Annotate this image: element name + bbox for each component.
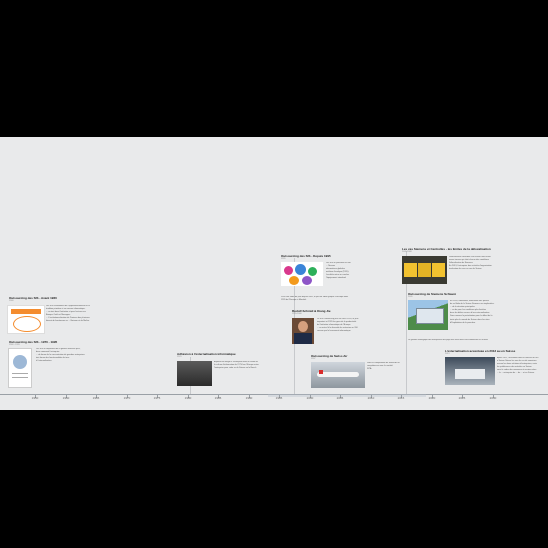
axis-year-label: 2000 — [306, 396, 314, 400]
event-title: Outsourcing de Swiss Air — [311, 354, 348, 358]
axis-year-label: 1950 — [31, 396, 39, 400]
event-card[interactable]: Outsourcing des SIS - Avant 1960 1960 — [9, 296, 57, 302]
event-date: 1995 — [281, 258, 286, 260]
event-title: Outsourcing des SIS - 1970 - 1995 — [9, 340, 58, 344]
event-title: Outsourcing des SIS - Depuis 1995 — [281, 254, 331, 258]
event-card[interactable]: Outsourcing de Swiss Air 1997 — [311, 354, 347, 360]
axis-year-label: 1970 — [123, 396, 131, 400]
axis-tick — [462, 395, 463, 398]
event-date: 1997 — [311, 358, 316, 360]
axis-year-label: 1965 — [92, 396, 100, 400]
axis-tick — [127, 395, 128, 398]
axis-tick — [432, 395, 433, 398]
event-image-photo — [445, 357, 495, 385]
axis-tick — [310, 395, 311, 398]
axis-year-label: 1980 — [184, 396, 192, 400]
axis-year-label: 1985 — [214, 396, 222, 400]
event-date: 2005 — [408, 296, 413, 298]
event-image-building — [408, 300, 448, 330]
axis-year-label: 2030 — [489, 396, 497, 400]
axis-tick — [279, 395, 280, 398]
event-date: 1960 — [9, 300, 14, 302]
axis-year-label: 1975 — [153, 396, 161, 400]
axis-year-label: 1990 — [245, 396, 253, 400]
event-card[interactable]: Les cas Siemens et Centrelles - les limi… — [402, 247, 491, 253]
event-text: Dans la compétitivité de Swiss Air en co… — [367, 362, 400, 371]
event-card[interactable]: Outsourcing des SIS - 1970 - 1995 1960 -… — [9, 340, 57, 346]
event-text: Les SIS se dispersent de la gestion avan… — [36, 348, 85, 363]
event-image-diagram — [281, 262, 323, 286]
event-text: Après 2011, l'économie dans le marché du… — [497, 357, 539, 375]
event-image-photo — [177, 361, 212, 386]
axis-tick — [401, 395, 402, 398]
event-card[interactable]: Adhésion à l'externalisation informatiqu… — [177, 352, 236, 358]
event-date: 1995-2000 — [292, 313, 302, 315]
event-image-airplane — [311, 362, 365, 388]
axis-tick — [96, 395, 97, 398]
axis-year-label: 2005 — [336, 396, 344, 400]
axis-tick — [493, 395, 494, 398]
axis-tick — [35, 395, 36, 398]
event-image-diagram — [7, 305, 45, 334]
event-date: 1960 - 1995 — [9, 344, 20, 346]
axis-year-label: 2025 — [458, 396, 466, 400]
event-connector — [406, 251, 407, 394]
event-card[interactable]: Rudolf-Schmid & Kiang Jie 1995-2000 — [292, 309, 331, 315]
axis-year-label: 1960 — [62, 396, 70, 400]
event-card[interactable]: Outsourcing des SIS - Depuis 1995 1995 — [281, 254, 331, 260]
event-text: La SIS a beaucoup plus au cours 1995, le… — [317, 318, 359, 333]
axis-year-label: 2010 — [367, 396, 375, 400]
event-date: 2013 — [445, 353, 450, 355]
event-title: Outsourcing de Siemens Schweiz — [408, 292, 457, 296]
axis-tick — [188, 395, 189, 398]
event-title: Les cas Siemens et Centrelles - les limi… — [402, 247, 491, 251]
event-date: 2001-2008 — [402, 251, 412, 253]
axis-year-label: 1995 — [275, 396, 283, 400]
event-text: Les SIS ressemblent de l'approvisionneme… — [46, 305, 90, 323]
timeline-range-highlight[interactable] — [268, 394, 426, 397]
axis-tick — [340, 395, 341, 398]
event-card[interactable]: Outsourcing de Siemens Schweiz 2005 — [408, 292, 456, 298]
event-image-portrait — [292, 318, 314, 344]
axis-tick — [66, 395, 67, 398]
event-title: Outsourcing des SIS - Avant 1960 — [9, 296, 57, 300]
event-card[interactable]: L'externalisation accentuée en 2013 au e… — [445, 349, 515, 355]
event-text: En 2005, l'Allemand, externalise des par… — [450, 300, 495, 324]
event-title: Rudolf-Schmid & Kiang Jie — [292, 309, 331, 313]
event-text: Plus d'un ordre de plus depuis 2000, la … — [281, 296, 349, 302]
event-text: Délocalisation contribue cent suisse mai… — [449, 256, 492, 271]
event-image-document — [8, 348, 32, 388]
event-text: Aujourd'hui intègre à l'entreprise dans … — [214, 361, 259, 370]
event-title: L'externalisation accentuée en 2013 au e… — [445, 349, 516, 353]
event-title: Adhésion à l'externalisation informatiqu… — [177, 352, 236, 356]
timeline-axis — [0, 394, 548, 395]
axis-tick — [157, 395, 158, 398]
axis-year-label: 2015 — [397, 396, 405, 400]
event-image-buses — [402, 256, 447, 284]
axis-tick — [218, 395, 219, 398]
event-date: 1970 — [177, 356, 182, 358]
event-text: Le gestion stratégique des entreprises d… — [408, 339, 488, 341]
axis-tick — [249, 395, 250, 398]
axis-tick — [371, 395, 372, 398]
axis-year-label: 2020 — [428, 396, 436, 400]
